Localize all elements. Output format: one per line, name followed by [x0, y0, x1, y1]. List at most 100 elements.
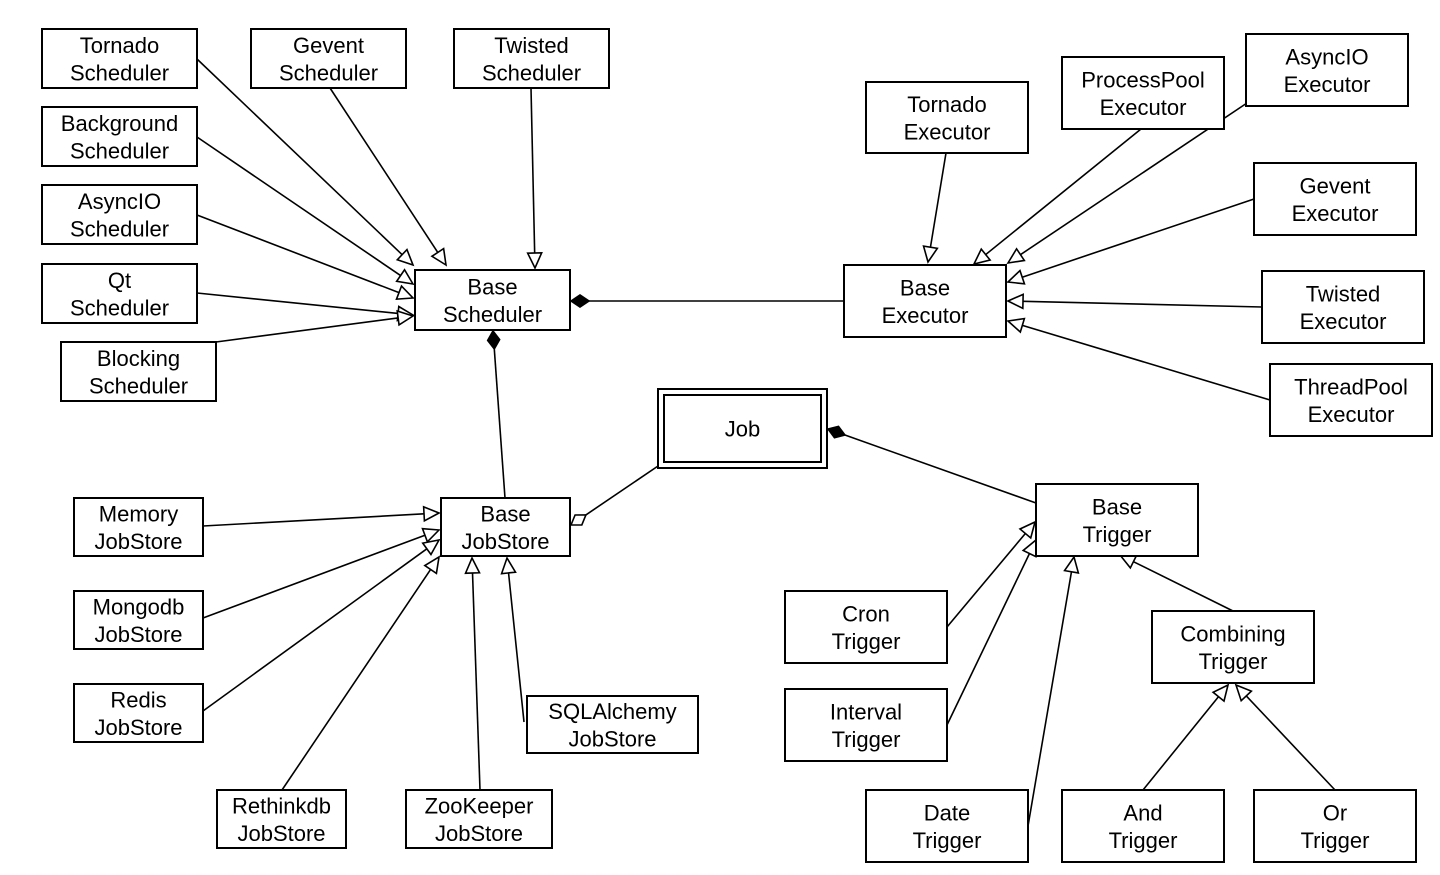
connector-line	[946, 532, 1026, 628]
connector-line	[471, 572, 481, 791]
twisted-executor-box	[1261, 270, 1425, 344]
connector-line	[202, 513, 425, 527]
connector-line	[946, 553, 1031, 726]
inheritance-arrowhead	[1006, 269, 1026, 285]
sqlalchemy-jobstore-to-base-jobstore-inheritance-edge	[500, 556, 525, 723]
connector-line	[530, 87, 536, 254]
inheritance-arrowhead	[423, 555, 441, 575]
tornado-executor-label-line-1: Tornado	[907, 92, 987, 117]
background-scheduler-box	[41, 106, 198, 167]
base-scheduler-label-line-2: Scheduler	[443, 302, 542, 327]
processpool-executor-label-line-2: Executor	[1100, 95, 1187, 120]
connector-line	[196, 136, 402, 277]
gevent-scheduler-to-base-scheduler-inheritance-edge	[329, 87, 448, 267]
date-trigger-label-line-2: Trigger	[913, 828, 982, 853]
gevent-executor-box	[1253, 162, 1417, 236]
tornado-executor-box	[865, 81, 1029, 154]
inheritance-arrowhead	[464, 556, 481, 575]
base-trigger-label-line-2: Trigger	[1083, 522, 1152, 547]
background-scheduler-label-line-1: Background	[61, 111, 178, 136]
job-inner-border	[663, 394, 822, 463]
memory-jobstore-label-line-2: JobStore	[94, 529, 182, 554]
base-executor-label-line-2: Executor	[882, 303, 969, 328]
connector-line	[329, 87, 439, 253]
twisted-executor-label-line-1: Twisted	[1306, 281, 1381, 306]
or-trigger-to-combining-trigger-inheritance-edge	[1234, 683, 1336, 791]
twisted-scheduler-box	[453, 28, 610, 89]
connector-line	[493, 348, 506, 499]
aggregation-diamond	[569, 514, 588, 526]
asyncio-scheduler-label-line-2: Scheduler	[70, 216, 169, 241]
date-trigger-to-base-trigger-inheritance-edge	[1027, 555, 1080, 827]
inheritance-arrowhead	[526, 252, 543, 270]
asyncio-executor-box	[1245, 33, 1409, 107]
redis-jobstore-to-base-jobstore-inheritance-edge	[202, 538, 441, 712]
connector-line	[1022, 324, 1271, 401]
gevent-scheduler-box	[250, 28, 407, 89]
twisted-scheduler-label-line-1: Twisted	[494, 33, 569, 58]
base-scheduler-box	[414, 269, 571, 331]
gevent-executor-label-line-2: Executor	[1292, 201, 1379, 226]
asyncio-executor-label-line-2: Executor	[1284, 72, 1371, 97]
cron-trigger-label-line-2: Trigger	[832, 629, 901, 654]
inheritance-arrowhead	[395, 268, 415, 286]
inheritance-arrowhead	[1063, 555, 1080, 574]
connector-line	[985, 128, 1142, 256]
background-scheduler-label-line-2: Scheduler	[70, 138, 169, 163]
inheritance-arrowhead	[500, 556, 517, 575]
zookeeper-jobstore-label-line-1: ZooKeeper	[425, 793, 534, 818]
base-jobstore-box	[440, 497, 571, 557]
inheritance-arrowhead	[1021, 538, 1037, 558]
gevent-executor-label-line-1: Gevent	[1300, 173, 1371, 198]
inheritance-arrowhead	[395, 248, 415, 267]
memory-jobstore-box	[73, 497, 204, 557]
interval-trigger-label-line-1: Interval	[830, 699, 902, 724]
or-trigger-label-line-2: Trigger	[1301, 828, 1370, 853]
mongodb-jobstore-label-line-2: JobStore	[94, 622, 182, 647]
redis-jobstore-label-line-2: JobStore	[94, 715, 182, 740]
processpool-executor-box	[1061, 56, 1225, 130]
base-executor-label-line-1: Base	[900, 275, 950, 300]
base-executor-to-base-scheduler-composition-edge	[569, 294, 844, 308]
base-jobstore-to-base-scheduler-composition-edge	[486, 329, 506, 499]
inheritance-arrowhead	[1211, 683, 1230, 703]
mongodb-jobstore-label-line-1: Mongodb	[93, 594, 185, 619]
inheritance-arrowhead	[1018, 520, 1037, 540]
asyncio-scheduler-box	[41, 184, 198, 245]
threadpool-executor-label-line-1: ThreadPool	[1294, 374, 1408, 399]
inheritance-arrowhead	[396, 309, 415, 327]
inheritance-arrowhead	[972, 247, 992, 266]
inheritance-arrowhead	[430, 247, 448, 267]
combining-trigger-label-line-1: Combining	[1180, 621, 1285, 646]
cron-trigger-to-base-trigger-inheritance-edge	[946, 520, 1037, 628]
rethinkdb-jobstore-to-base-jobstore-inheritance-edge	[281, 555, 441, 791]
connector-line	[196, 58, 403, 256]
tornado-scheduler-to-base-scheduler-inheritance-edge	[196, 58, 415, 267]
interval-trigger-box	[784, 688, 948, 762]
and-trigger-to-combining-trigger-inheritance-edge	[1142, 683, 1230, 791]
zookeeper-jobstore-box	[405, 789, 553, 849]
asyncio-scheduler-label-line-1: AsyncIO	[78, 189, 161, 214]
node-layer: TornadoSchedulerGeventSchedulerTwistedSc…	[41, 28, 1433, 863]
connector-line	[507, 572, 525, 723]
interval-trigger-to-base-trigger-inheritance-edge	[946, 538, 1037, 726]
zookeeper-jobstore-to-base-jobstore-inheritance-edge	[464, 556, 481, 791]
inheritance-arrowhead	[1006, 247, 1026, 265]
rethinkdb-jobstore-label-line-2: JobStore	[237, 821, 325, 846]
